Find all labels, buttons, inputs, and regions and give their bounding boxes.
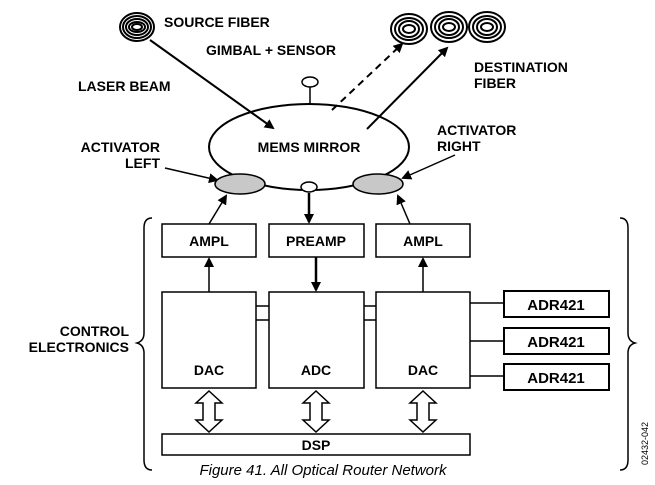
source-fiber-coil — [119, 12, 155, 42]
gimbal-sensor-label: GIMBAL + SENSOR — [206, 42, 336, 58]
source-fiber-label: SOURCE FIBER — [164, 14, 270, 30]
activator-left-label-line2: LEFT — [125, 155, 160, 171]
mems-mirror-label: MEMS MIRROR — [258, 139, 361, 155]
control-electronics-line1: CONTROL — [60, 323, 130, 339]
adr421-label-1: ADR421 — [527, 297, 585, 314]
adc-label: ADC — [301, 362, 331, 378]
activator-right-label-line2: RIGHT — [437, 138, 481, 154]
ampl-right-label: AMPL — [403, 233, 443, 249]
adr421-box-3 — [503, 363, 610, 391]
control-bracket-left — [134, 217, 153, 471]
activator-left — [214, 173, 266, 195]
activator-right — [352, 173, 404, 195]
laser-beam-arrow — [149, 39, 275, 130]
activator-right-label-line1: ACTIVATOR — [437, 122, 516, 138]
reflected-beam-solid — [366, 46, 449, 130]
figure-caption: Figure 41. All Optical Router Network — [199, 462, 448, 479]
control-electronics-line2: ELECTRONICS — [29, 339, 129, 355]
ampl-left-label: AMPL — [189, 233, 229, 249]
dac-right-box — [375, 291, 471, 389]
bus-arrow-center — [301, 389, 331, 434]
figure-id: 02432-042 — [640, 422, 650, 465]
laser-beam-label: LASER BEAM — [78, 78, 171, 94]
reflected-beam-dashed — [331, 42, 404, 111]
dsp-box — [161, 433, 471, 456]
dac-right-label: DAC — [408, 362, 438, 378]
dac-left-label: DAC — [194, 362, 224, 378]
destination-label-line1: DESTINATION — [474, 59, 568, 75]
bus-arrow-right — [408, 389, 438, 434]
control-bracket-right — [619, 217, 638, 471]
adr421-box-2 — [503, 327, 610, 355]
preamp-box — [268, 223, 365, 258]
adr421-box-1 — [503, 290, 610, 318]
gimbal-sensor-icon — [301, 76, 319, 88]
adc-box — [268, 291, 365, 389]
ampl-left-box — [161, 223, 257, 258]
dac-left-box — [161, 291, 257, 389]
preamp-label: PREAMP — [286, 233, 346, 249]
destination-label-line2: FIBER — [474, 75, 516, 91]
bus-arrow-left — [194, 389, 224, 434]
destination-fiber-coils — [390, 11, 506, 45]
adr421-label-2: ADR421 — [527, 334, 585, 351]
dsp-label: DSP — [302, 437, 331, 453]
ampl-right-box — [375, 223, 471, 258]
activator-left-label-line1: ACTIVATOR — [81, 139, 160, 155]
mirror-sensor-icon — [300, 181, 318, 193]
adr421-label-3: ADR421 — [527, 370, 585, 387]
